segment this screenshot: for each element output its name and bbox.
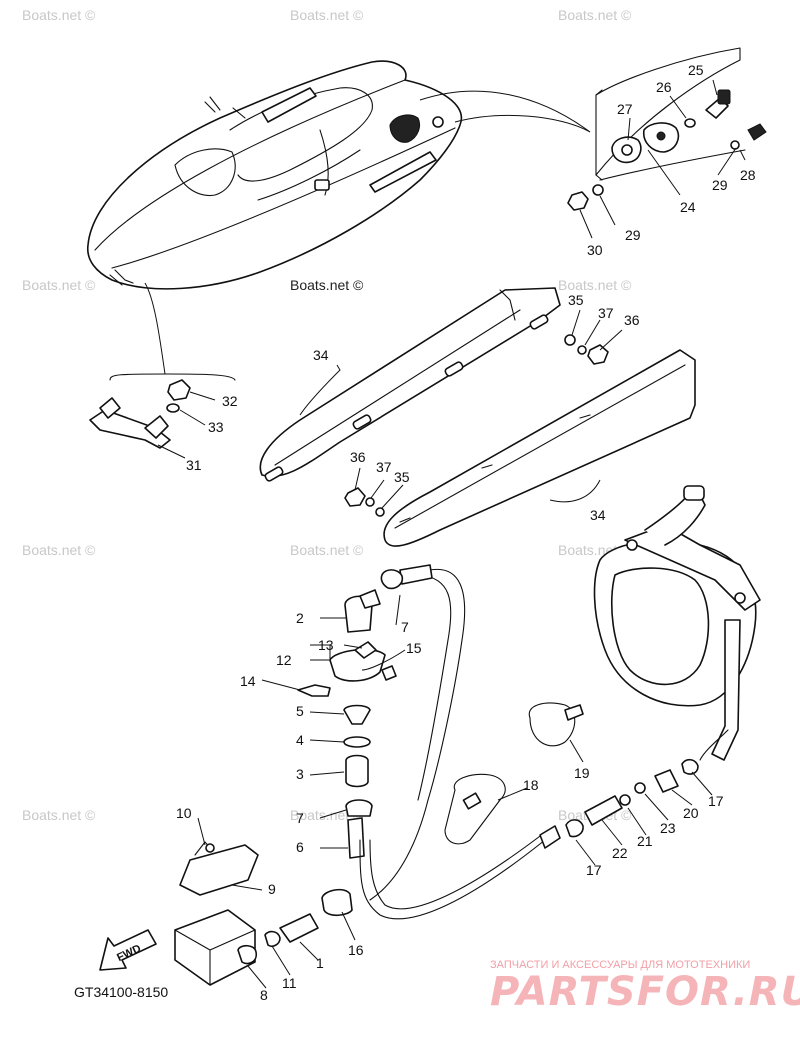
callout-37a: 37 <box>598 305 614 321</box>
callout-12: 12 <box>276 652 292 668</box>
callout-19: 19 <box>574 765 590 781</box>
callout-1: 1 <box>316 955 324 971</box>
fastener-set-top <box>567 184 604 211</box>
mounting-bracket <box>89 282 236 449</box>
watermark: Boats.net © <box>22 542 96 558</box>
watermark: Boats.net © <box>290 807 364 823</box>
detail-leader <box>419 90 591 133</box>
callout-29b: 29 <box>625 227 641 243</box>
jet-pump-housing <box>593 485 761 761</box>
watercraft-hull <box>87 60 463 290</box>
callout-29a: 29 <box>712 177 728 193</box>
callouts: 25 26 27 28 29 24 29 30 35 37 36 34 32 3… <box>176 62 756 1003</box>
callout-37b: 37 <box>376 459 392 475</box>
callout-11: 11 <box>282 975 297 991</box>
callout-9: 9 <box>268 881 276 897</box>
drain-plug-detail <box>595 47 767 181</box>
diagram-code: GT34100-8150 <box>74 984 168 1000</box>
callout-34a: 34 <box>313 347 329 363</box>
callout-3: 3 <box>296 766 304 782</box>
callout-8: 8 <box>260 987 268 1003</box>
callout-leaders <box>157 79 746 989</box>
sponson-left <box>259 287 561 482</box>
callout-2: 2 <box>296 610 304 626</box>
callout-27: 27 <box>617 101 633 117</box>
callout-7b: 7 <box>296 810 304 826</box>
callout-32: 32 <box>222 393 238 409</box>
sponson-right <box>383 349 696 547</box>
watermark: Boats.net © <box>558 7 632 23</box>
callout-17b: 17 <box>708 793 724 809</box>
callout-6: 6 <box>296 839 304 855</box>
callout-20: 20 <box>683 805 699 821</box>
watermark: Boats.net © <box>22 807 96 823</box>
callout-4: 4 <box>296 732 304 748</box>
callout-16: 16 <box>348 942 364 958</box>
callout-28: 28 <box>740 167 756 183</box>
callout-18: 18 <box>523 777 539 793</box>
callout-31: 31 <box>186 457 202 473</box>
callout-36b: 36 <box>350 449 366 465</box>
bilge-hose <box>359 729 729 920</box>
callout-24: 24 <box>680 199 696 215</box>
fwd-arrow: FWD <box>99 929 157 971</box>
callout-5: 5 <box>296 703 304 719</box>
bilge-filter-assembly <box>174 841 353 986</box>
callout-30: 30 <box>587 242 603 258</box>
callout-7a: 7 <box>401 619 409 635</box>
callout-26: 26 <box>656 79 672 95</box>
callout-34b: 34 <box>590 507 606 523</box>
callout-35a: 35 <box>568 292 584 308</box>
watermark-main: Boats.net © <box>290 277 364 293</box>
callout-35b: 35 <box>394 469 410 485</box>
watermark: Boats.net © <box>290 7 364 23</box>
store-logo: PARTSFOR.RU <box>490 969 800 1015</box>
callout-17a: 17 <box>586 862 602 878</box>
callout-22: 22 <box>612 845 628 861</box>
watermark: Boats.net © <box>22 277 96 293</box>
callout-13: 13 <box>318 637 334 653</box>
store-tagline: ЗАПЧАСТИ И АКСЕССУАРЫ ДЛЯ МОТОТЕХНИКИ <box>490 959 750 971</box>
vent-assembly <box>297 564 466 901</box>
callout-25: 25 <box>688 62 704 78</box>
callout-15: 15 <box>406 640 422 656</box>
hose-clamps <box>444 702 584 845</box>
detail-leader <box>454 114 591 133</box>
store-branding: ЗАПЧАСТИ И АКСЕССУАРЫ ДЛЯ МОТОТЕХНИКИ PA… <box>490 959 800 1015</box>
callout-23: 23 <box>660 820 676 836</box>
callout-33: 33 <box>208 419 224 435</box>
sponson-fasteners <box>344 334 609 517</box>
callout-14: 14 <box>240 673 256 689</box>
watermark: Boats.net © <box>558 277 632 293</box>
callout-10: 10 <box>176 805 192 821</box>
callout-36a: 36 <box>624 312 640 328</box>
watermark: Boats.net © <box>22 7 96 23</box>
watermark: Boats.net © <box>290 542 364 558</box>
callout-21: 21 <box>637 833 653 849</box>
